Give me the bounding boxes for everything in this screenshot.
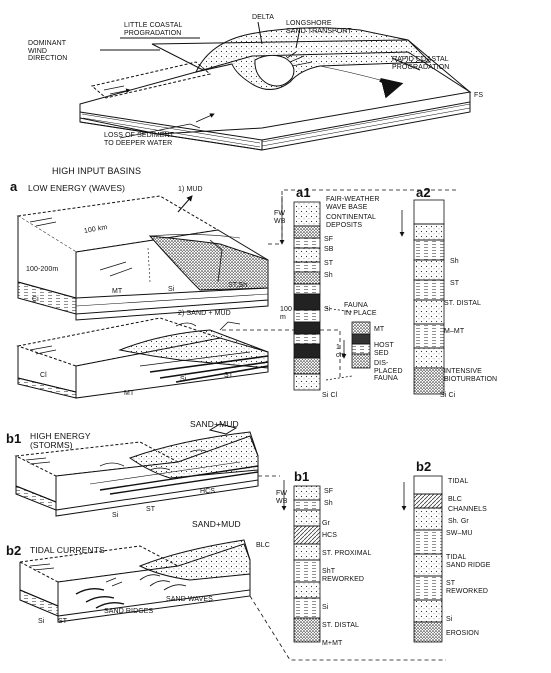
label-b2col-si: Si bbox=[446, 616, 453, 623]
block-a-low-energy bbox=[16, 195, 269, 321]
label-a-mt: MT bbox=[112, 288, 123, 295]
connectors bbox=[222, 189, 456, 661]
label-b1col-sh: Sh bbox=[324, 500, 333, 507]
label-a2-m-mt: M–MT bbox=[444, 328, 465, 335]
block-b2-letter: b2 bbox=[6, 543, 22, 558]
label-b2-blc: BLC bbox=[256, 542, 270, 549]
label-b1-st: ST bbox=[146, 506, 156, 513]
top-block-diagram bbox=[79, 21, 472, 151]
column-b1 bbox=[281, 480, 321, 643]
label-b1col-sht: ShT bbox=[322, 568, 336, 575]
column-a2-title: a2 bbox=[416, 185, 431, 200]
block-b2-title: TIDAL CURRENTS bbox=[30, 545, 105, 555]
label-a-depth: 100-200m bbox=[26, 266, 59, 273]
column-a1-title: a1 bbox=[296, 185, 311, 200]
label-b1col-m-mt: M+MT bbox=[322, 640, 343, 647]
label-b1col-si: Si bbox=[322, 604, 329, 611]
label-b2-si: Si bbox=[38, 618, 45, 625]
label-b2col-channels: CHANNELS bbox=[448, 506, 487, 513]
label-b2-st: ST bbox=[58, 618, 68, 625]
label-a1-sb: SB bbox=[324, 246, 334, 253]
label-b1-sand-mud: SAND+MUD bbox=[190, 419, 239, 429]
label-a2-sh: Sh bbox=[450, 258, 459, 265]
label-b1-si: Si bbox=[112, 512, 119, 519]
block-a-sand-mud bbox=[16, 317, 269, 399]
label-a-ci: Ci bbox=[32, 296, 39, 303]
label-b1col-reworked: REWORKED bbox=[322, 576, 365, 583]
column-b2-title: b2 bbox=[416, 459, 432, 474]
label-b2col-blc: BLC bbox=[448, 496, 462, 503]
label-b2col-sw-mu: SW–MU bbox=[446, 530, 473, 537]
label-b2-sand-ridges: SAND RIDGES bbox=[104, 608, 154, 615]
label-b1col-hcs: HCS bbox=[322, 532, 338, 539]
column-b1-title: b1 bbox=[294, 469, 310, 484]
column-b2 bbox=[401, 475, 443, 643]
block-b1-storms bbox=[14, 423, 259, 517]
label-b2-sand-waves: SAND WAVES bbox=[166, 596, 213, 603]
column-a2 bbox=[399, 199, 445, 395]
block-b2-tidal bbox=[18, 539, 251, 623]
label-a2-st-distal: ST. DISTAL bbox=[444, 300, 482, 307]
label-b2col-sh-gr: Sh. Gr bbox=[448, 518, 469, 525]
label-fs: FS bbox=[474, 92, 484, 99]
label-a1-sh: Sh bbox=[324, 272, 333, 279]
label-a1-sf: SF bbox=[324, 236, 334, 243]
label-a-st2: ST bbox=[224, 372, 234, 379]
block-b1-letter: b1 bbox=[6, 431, 22, 446]
label-b1col-sf: SF bbox=[324, 488, 334, 495]
label-b1-sand-mud2: SAND+MUD bbox=[192, 519, 241, 529]
label-b2col-tidal: TIDAL bbox=[448, 478, 469, 485]
label-delta: DELTA bbox=[252, 14, 275, 21]
label-b2col-erosion: EROSION bbox=[446, 630, 479, 637]
block-a-letter: a bbox=[10, 179, 18, 194]
block-a-title: LOW ENERGY (WAVES) bbox=[28, 183, 126, 193]
label-a1-mt: MT bbox=[374, 326, 385, 333]
label-a-mt2: MT bbox=[124, 390, 135, 397]
block-b1-title: HIGH ENERGY(STORMS) bbox=[30, 431, 91, 450]
label-a1-st: ST bbox=[324, 260, 334, 267]
label-b1-hcs: HCS bbox=[200, 488, 216, 495]
label-a1-base: Si Cl bbox=[322, 392, 338, 399]
label-b1col-st-distal: ST. DISTAL bbox=[322, 622, 360, 629]
label-a1-si: Si bbox=[324, 306, 331, 313]
label-a-ci2: Cl bbox=[40, 372, 47, 379]
label-a2-base: Si Ci bbox=[440, 392, 456, 399]
label-b1col-st-prox: ST. PROXIMAL bbox=[322, 550, 372, 557]
label-a-si2: Si bbox=[180, 376, 187, 383]
label-a-si: Si bbox=[168, 286, 175, 293]
label-a2-st: ST bbox=[450, 280, 460, 287]
label-b1col-gr: Gr bbox=[322, 520, 330, 527]
label-a-sand-mud: 2) SAND + MUD bbox=[178, 310, 231, 317]
label-a-st-sh: ST,Sh bbox=[228, 282, 248, 289]
column-a1 bbox=[279, 196, 371, 391]
section-title: HIGH INPUT BASINS bbox=[52, 166, 142, 176]
label-a-mud: 1) MUD bbox=[178, 186, 203, 193]
